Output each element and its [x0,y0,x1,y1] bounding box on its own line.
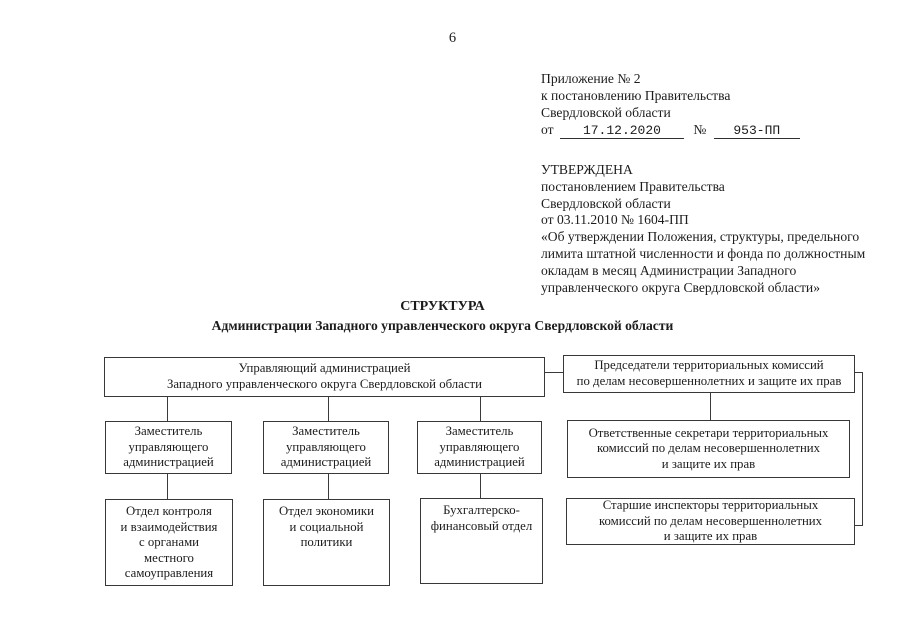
connector-head-to-deputy-1 [167,397,168,421]
annex-block: Приложение № 2 к постановлению Правитель… [541,71,800,140]
connector-deputy-1-to-dept [167,474,168,499]
annex-line-2: к постановлению Правительства [541,87,731,103]
connector-chairs-hook-vertical [862,372,863,526]
org-box-commission-chairs: Председатели территориальных комиссий по… [563,355,855,393]
org-box-dept-economy: Отдел экономики и социальной политики [263,499,390,586]
org-box-head-of-administration: Управляющий администрацией Западного упр… [104,357,545,397]
annex-line-3: Свердловской области [541,104,671,120]
number-sign-label: № [693,122,707,138]
title-subtitle: Администрации Западного управленческого … [211,318,674,333]
connector-head-to-deputy-3 [480,397,481,421]
connector-head-to-deputy-2 [328,397,329,421]
org-box-deputy-3: Заместитель управляющего администрацией [417,421,542,474]
approval-line-6: лимита штатной численности и фонда по до… [541,245,866,261]
annex-date-line: от 17.12.2020 № 953-ПП [541,122,800,140]
document-title: СТРУКТУРА Администрации Западного управл… [0,297,885,335]
org-box-dept-finance: Бухгалтерско- финансовый отдел [420,498,543,584]
approval-block: УТВЕРЖДЕНА постановлением Правительства … [541,162,865,296]
approval-line-1: УТВЕРЖДЕНА [541,162,633,177]
connector-chairs-hook-top [855,372,863,373]
approval-line-7: окладам в месяц Администрации Западного [541,262,797,278]
date-prefix-label: от [541,122,554,138]
connector-head-to-chairs [545,372,563,373]
org-box-dept-control: Отдел контроля и взаимодействия с органа… [105,499,233,586]
org-box-deputy-2: Заместитель управляющего администрацией [263,421,389,474]
page-number: 6 [448,30,457,46]
org-box-deputy-1: Заместитель управляющего администрацией [105,421,232,474]
approval-line-2: постановлением Правительства [541,178,725,194]
date-fill-value: 17.12.2020 [559,123,684,140]
title-main: СТРУКТУРА [400,299,485,314]
org-box-commission-inspectors: Старшие инспекторы территориальных комис… [566,498,855,545]
approval-line-4: от 03.11.2010 № 1604-ПП [541,212,689,228]
connector-deputy-3-to-dept [480,474,481,498]
connector-chairs-hook-to-inspectors [855,525,863,526]
approval-line-3: Свердловской области [541,195,671,211]
org-box-commission-secretaries: Ответственные секретари территориальных … [567,420,850,478]
annex-line-1: Приложение № 2 [541,71,641,86]
connector-chairs-to-secretaries [710,393,711,420]
number-fill-value: 953-ПП [713,123,800,140]
approval-line-8: управленческого округа Свердловской обла… [541,279,820,295]
connector-deputy-2-to-dept [328,474,329,499]
approval-line-5: «Об утверждении Положения, структуры, пр… [541,229,860,245]
